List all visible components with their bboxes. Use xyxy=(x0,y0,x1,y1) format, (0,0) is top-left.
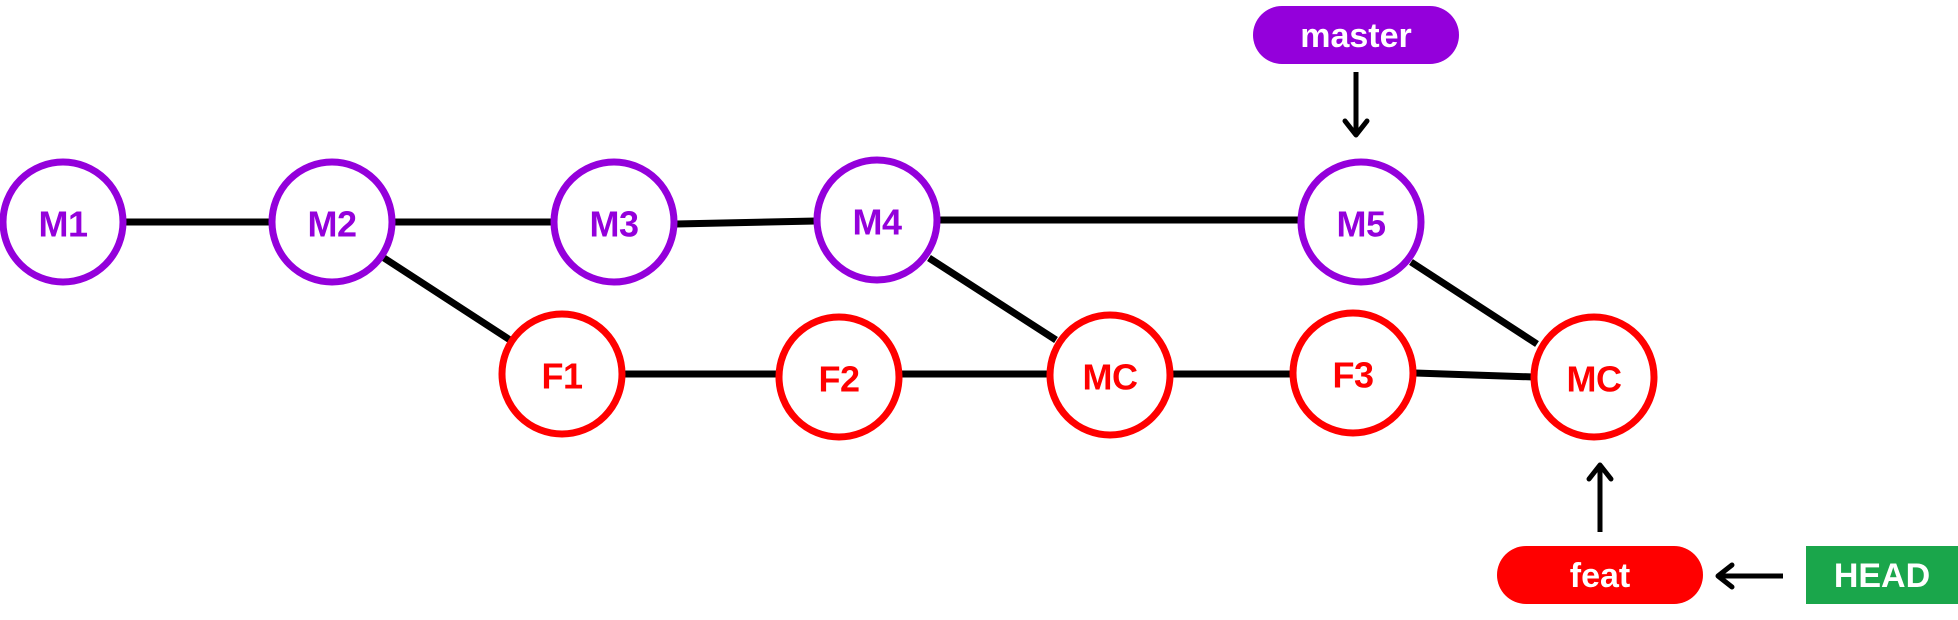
commit-label-m4: M4 xyxy=(852,202,901,243)
edge-m5-mc2 xyxy=(1409,259,1539,347)
edge-m4-mc1 xyxy=(927,255,1058,343)
commit-label-m5: M5 xyxy=(1336,204,1385,245)
feat-pill xyxy=(1497,546,1703,604)
commit-label-m1: M1 xyxy=(38,204,87,245)
master-label: master xyxy=(1300,17,1412,55)
commit-label-mc2: MC xyxy=(1567,359,1622,400)
left-arrow-icon xyxy=(1715,562,1783,590)
master-pill xyxy=(1253,6,1459,64)
feat-ref: feat xyxy=(1497,462,1703,604)
edge-m3-m4 xyxy=(675,217,817,228)
master-commits: M1 M2 M3 M4 M5 xyxy=(0,156,1425,286)
commit-label-f1: F1 xyxy=(541,356,582,397)
edge-f3-mc2 xyxy=(1414,369,1535,381)
feature-commits: F1 F2 MC F3 MC xyxy=(498,309,1658,441)
commit-label-m2: M2 xyxy=(307,204,356,245)
head-box xyxy=(1806,546,1958,604)
commit-node-m2: M2 xyxy=(268,158,396,286)
commit-node-mc2: MC xyxy=(1530,313,1658,441)
edge-m2-f1 xyxy=(382,255,512,343)
commit-node-m5: M5 xyxy=(1297,158,1425,286)
commit-node-m3: M3 xyxy=(550,158,678,286)
commit-node-mc1: MC xyxy=(1046,311,1174,439)
head-ref: HEAD xyxy=(1715,546,1958,604)
commit-label-f3: F3 xyxy=(1332,355,1373,396)
commit-node-m1: M1 xyxy=(0,158,127,286)
commit-label-m3: M3 xyxy=(589,204,638,245)
down-arrow-icon xyxy=(1342,72,1370,138)
feat-label: feat xyxy=(1570,557,1630,595)
commit-label-mc1: MC xyxy=(1083,357,1138,398)
commit-node-f2: F2 xyxy=(775,313,903,441)
commit-node-f1: F1 xyxy=(498,310,626,438)
head-label: HEAD xyxy=(1834,557,1930,595)
up-arrow-icon xyxy=(1586,462,1614,532)
commit-node-f3: F3 xyxy=(1289,309,1417,437)
commit-edges xyxy=(124,216,1539,381)
master-ref: master xyxy=(1253,6,1459,138)
commit-node-m4: M4 xyxy=(813,156,941,284)
commit-label-f2: F2 xyxy=(818,359,859,400)
